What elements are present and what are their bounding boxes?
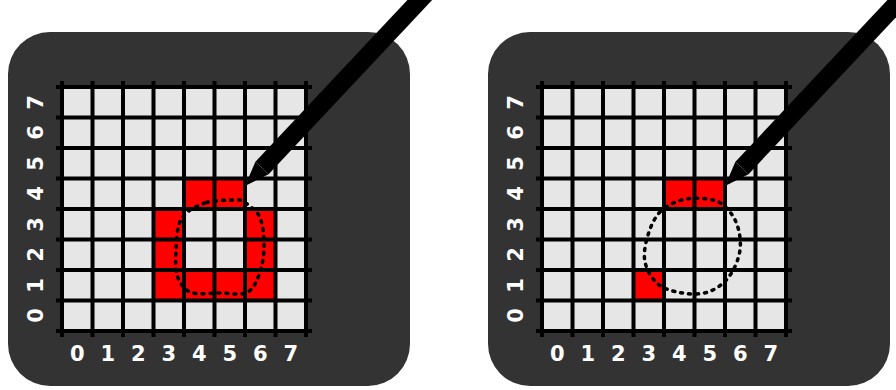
axis-number: 3 xyxy=(641,344,656,365)
stylus xyxy=(262,0,432,168)
axis-number: 5 xyxy=(506,156,527,171)
axis-number: 0 xyxy=(26,308,47,323)
lit-cell xyxy=(245,270,276,301)
axis-number: 0 xyxy=(70,344,85,365)
axis-number: 1 xyxy=(506,278,527,293)
axis-number: 1 xyxy=(100,344,115,365)
stroke-path xyxy=(644,198,740,294)
axis-number: 6 xyxy=(253,344,268,365)
grid-line xyxy=(536,329,792,333)
stylus xyxy=(742,0,896,168)
lit-cell xyxy=(154,240,185,271)
axis-number: 7 xyxy=(763,344,778,365)
axis-number: 3 xyxy=(26,217,47,232)
axis-number: 2 xyxy=(26,247,47,262)
lit-cell xyxy=(664,179,695,210)
axis-number: 4 xyxy=(672,344,687,365)
axis-number: 4 xyxy=(26,186,47,201)
axis-number: 2 xyxy=(611,344,626,365)
axis-number: 7 xyxy=(26,95,47,110)
axis-number: 5 xyxy=(26,156,47,171)
axis-number: 7 xyxy=(283,344,298,365)
axis-number: 5 xyxy=(702,344,717,365)
lit-cell xyxy=(184,179,215,210)
axis-number: 0 xyxy=(506,308,527,323)
grid-line xyxy=(56,329,312,333)
axis-number: 4 xyxy=(506,186,527,201)
axis-number: 1 xyxy=(580,344,595,365)
axis-number: 3 xyxy=(506,217,527,232)
tablet xyxy=(8,0,432,386)
stroke-path xyxy=(176,200,265,294)
lit-cell xyxy=(245,209,276,240)
grid-line xyxy=(56,299,312,303)
axis-number: 2 xyxy=(131,344,146,365)
stylus-tip xyxy=(245,162,269,186)
axis-number: 4 xyxy=(192,344,207,365)
axis-number: 7 xyxy=(506,95,527,110)
axis-number: 5 xyxy=(222,344,237,365)
grid-line xyxy=(536,299,792,303)
lit-cell xyxy=(184,270,215,301)
lit-cell xyxy=(215,270,246,301)
axis-number: 6 xyxy=(733,344,748,365)
axis-number: 1 xyxy=(26,278,47,293)
axis-number: 0 xyxy=(550,344,565,365)
axis-number: 6 xyxy=(506,125,527,140)
axis-number: 3 xyxy=(161,344,176,365)
lit-cell xyxy=(215,179,246,210)
lit-cell xyxy=(245,240,276,271)
lit-cell xyxy=(154,270,185,301)
tablet xyxy=(488,0,896,386)
axis-number: 6 xyxy=(26,125,47,140)
axis-number: 2 xyxy=(506,247,527,262)
stylus-tip xyxy=(725,162,749,186)
